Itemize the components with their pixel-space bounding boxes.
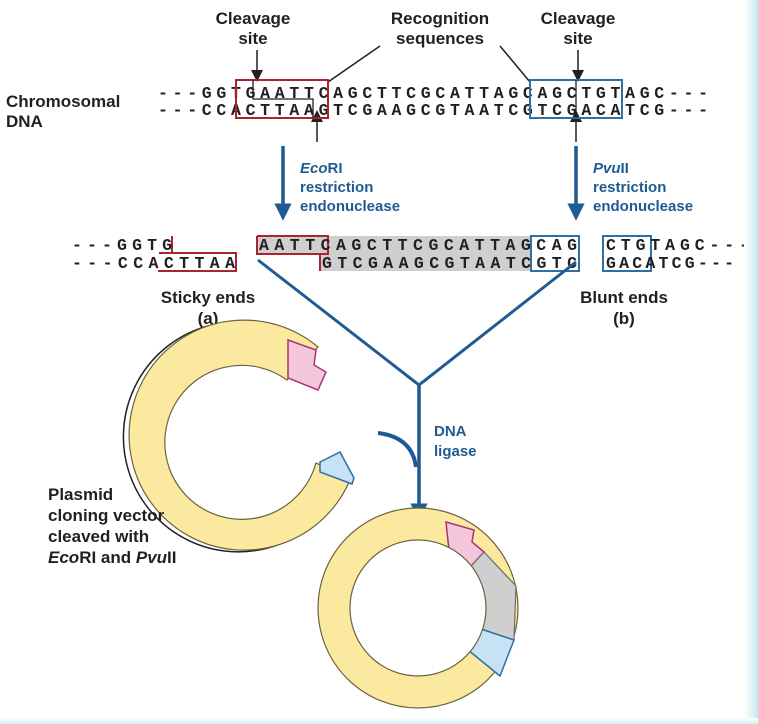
recombinant-plasmid-hole: [349, 539, 487, 677]
chromosomal-dna-line2: DNA: [6, 112, 43, 131]
converge-line-left: [257, 258, 420, 387]
pvuii-endonuclease: endonuclease: [593, 198, 693, 215]
insert-sticky-box: [256, 235, 329, 271]
right-edge-tint: [744, 0, 758, 724]
recognition-sequences-line1: Recognition: [391, 9, 489, 28]
right-fragment-bottom: GACATCG---: [606, 254, 734, 273]
sticky-ends-tag: (a): [198, 309, 219, 328]
ecori-cut-line: [252, 80, 314, 118]
left-fragment-top: ---GGTG: [72, 236, 172, 255]
recognition-sequences-line2: sequences: [396, 29, 484, 48]
recognition-pointer-right: [499, 45, 531, 83]
cleavage-site-left-line1: Cleavage: [216, 9, 291, 28]
dna-ligase-line1: DNA: [434, 423, 467, 440]
right-fragment-blunt-box: [602, 235, 652, 272]
insert-blunt-box: [530, 235, 580, 272]
plasmid-open-ring: [128, 319, 351, 551]
chromosomal-dna-line1: Chromosomal: [6, 92, 120, 111]
insert-fragment-fill: [257, 236, 530, 271]
pvuii-name: PvuII: [593, 160, 629, 177]
converge-line-right: [418, 260, 577, 387]
cleavage-site-right-line1: Cleavage: [541, 9, 616, 28]
plasmid-join-curve: [377, 431, 418, 468]
cleavage-site-right-line2: site: [563, 29, 592, 48]
recognition-pointer-left: [327, 45, 381, 83]
ecori-recognition-box: [235, 79, 329, 119]
bottom-edge-tint: [0, 718, 758, 724]
plasmid-blunt-end: [319, 451, 355, 485]
right-fragment-top: CTGTAGC---: [606, 236, 749, 255]
sticky-ends-label: Sticky ends: [161, 288, 256, 307]
plasmid-sticky-end: [287, 338, 327, 391]
pvuii-restriction: restriction: [593, 179, 666, 196]
ecori-name: EcoRI: [300, 160, 343, 177]
plasmid-label-line3: cleaved with: [48, 527, 149, 546]
ecori-endonuclease: endonuclease: [300, 198, 400, 215]
dna-ligase-line2: ligase: [434, 443, 477, 460]
insert-top-strand: AATTCAGCTTCGCATTAGCAG: [259, 236, 577, 255]
ecori-restriction: restriction: [300, 179, 373, 196]
cleavage-site-left-line2: site: [238, 29, 267, 48]
left-fragment-bottom: ---CCACTTAA: [72, 254, 235, 273]
plasmid-label-line2: cloning vector: [48, 506, 165, 525]
insert-bottom-strand: GTCGAAGCGTAATCGTC: [322, 254, 577, 273]
plasmid-label-line1: Plasmid: [48, 485, 113, 504]
left-fragment-overhang: [171, 236, 237, 271]
blunt-ends-tag: (b): [613, 309, 635, 328]
blunt-ends-label: Blunt ends: [580, 288, 668, 307]
plasmid-label-line4: EcoRI and PvuII: [48, 548, 177, 567]
